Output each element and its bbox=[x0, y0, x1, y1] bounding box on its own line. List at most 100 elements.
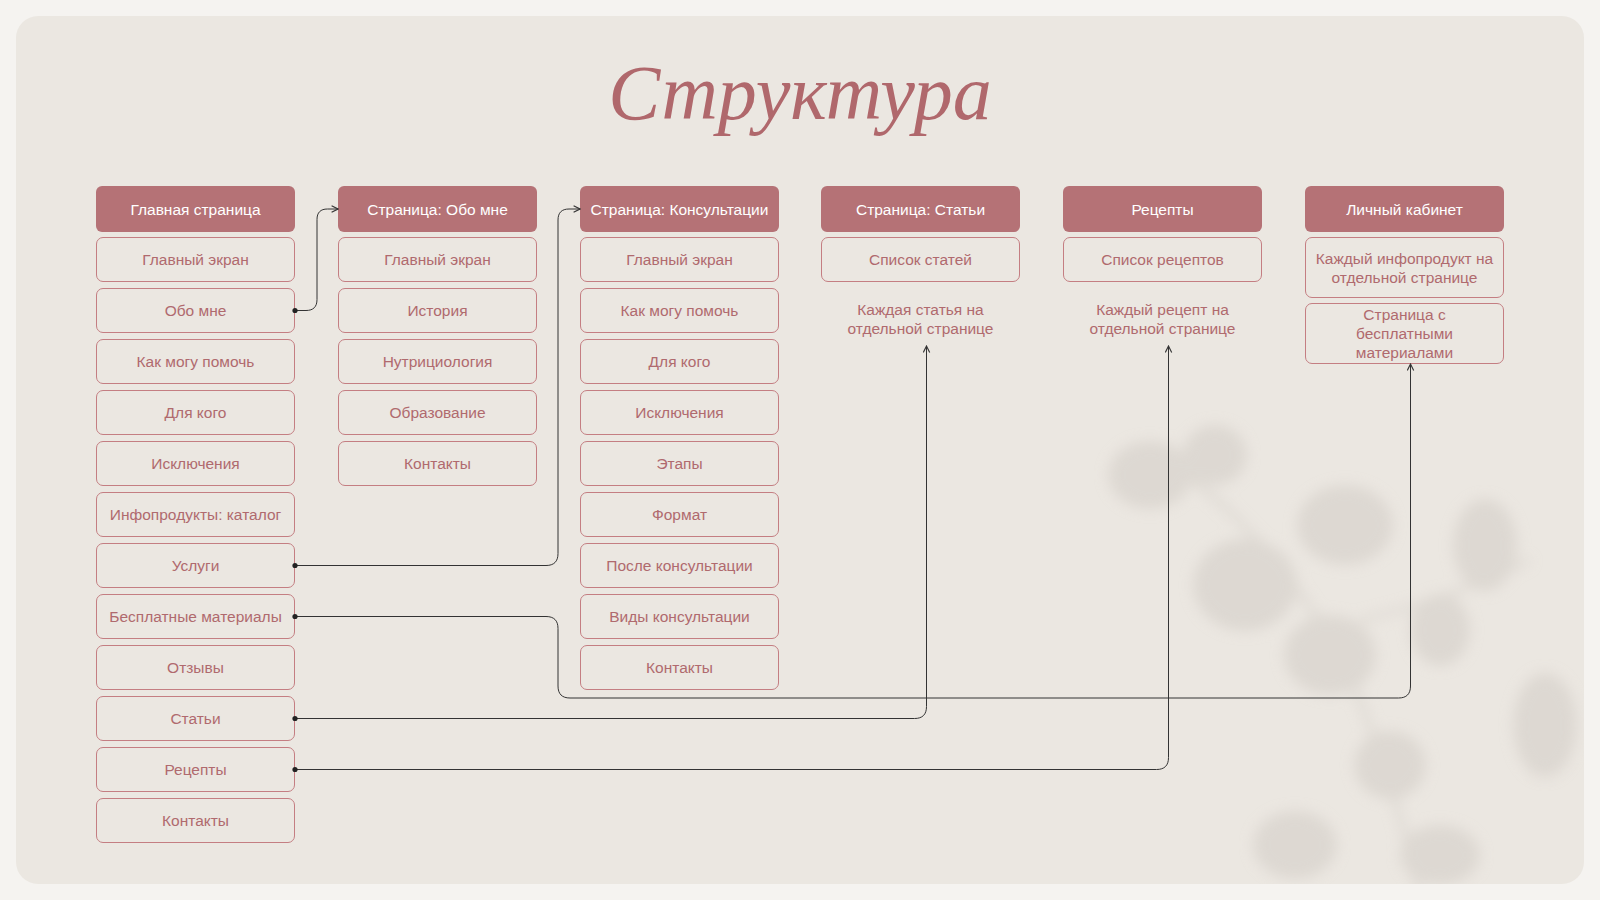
connector-dot bbox=[292, 563, 297, 568]
leaf bbox=[1284, 615, 1376, 695]
node-label: Этапы bbox=[648, 454, 710, 473]
node-label: Главный экран bbox=[618, 250, 741, 269]
node-label: Каждый рецепт на отдельной странице bbox=[1063, 300, 1262, 338]
section-box: Главный экран bbox=[96, 237, 295, 282]
node-label: Нутрициология bbox=[375, 352, 501, 371]
section-box: История bbox=[338, 288, 537, 333]
node-label: Бесплатные материалы bbox=[101, 607, 290, 626]
section-box: Исключения bbox=[580, 390, 779, 435]
node-label: Для кого bbox=[641, 352, 719, 371]
node-label: Инфопродукты: каталог bbox=[102, 505, 289, 524]
node-label: Отзывы bbox=[159, 658, 232, 677]
node-label: Главный экран bbox=[376, 250, 499, 269]
leaf bbox=[1453, 499, 1517, 591]
node-label: Контакты bbox=[638, 658, 721, 677]
node-label: Как могу помочь bbox=[129, 352, 263, 371]
node-label: Рецепты bbox=[1123, 200, 1201, 219]
section-box: Рецепты bbox=[96, 747, 295, 792]
page-header: Страница: Обо мне bbox=[338, 186, 537, 232]
page-header: Страница: Консультации bbox=[580, 186, 779, 232]
connector-arrow bbox=[295, 209, 338, 311]
node-label: Услуги bbox=[164, 556, 228, 575]
node-label: Страница: Статьи bbox=[848, 200, 993, 219]
page-header: Личный кабинет bbox=[1305, 186, 1504, 232]
section-box: Каждый инфопродукт на отдельной странице bbox=[1305, 237, 1504, 298]
leaf-stem bbox=[1180, 470, 1420, 884]
section-box: Этапы bbox=[580, 441, 779, 486]
page-note: Каждая статья на отдельной странице bbox=[821, 292, 1020, 346]
node-label: Список статей bbox=[861, 250, 980, 269]
node-label: Исключения bbox=[143, 454, 247, 473]
connector-arrow bbox=[295, 209, 580, 566]
node-label: Страница с бесплатными материалами bbox=[1306, 305, 1503, 362]
connector-dot bbox=[292, 614, 297, 619]
node-label: Каждая статья на отдельной странице bbox=[821, 300, 1020, 338]
section-box: Главный экран bbox=[338, 237, 537, 282]
page-header: Рецепты bbox=[1063, 186, 1262, 232]
node-label: Статьи bbox=[162, 709, 228, 728]
leaf bbox=[1183, 425, 1247, 485]
node-label: Рецепты bbox=[156, 760, 234, 779]
node-label: Список рецептов bbox=[1093, 250, 1232, 269]
leaf bbox=[1253, 811, 1337, 879]
node-label: Исключения bbox=[627, 403, 731, 422]
node-label: Контакты bbox=[396, 454, 479, 473]
leaf bbox=[1410, 594, 1470, 666]
connector-arrow bbox=[295, 364, 1411, 698]
node-label: Виды консультации bbox=[601, 607, 757, 626]
page-header: Главная страница bbox=[96, 186, 295, 232]
section-box: Список рецептов bbox=[1063, 237, 1262, 282]
node-label: Контакты bbox=[154, 811, 237, 830]
section-box: Для кого bbox=[96, 390, 295, 435]
connector-arrow bbox=[295, 346, 1169, 770]
node-label: После консультации bbox=[598, 556, 760, 575]
section-box: Бесплатные материалы bbox=[96, 594, 295, 639]
section-box: Обо мне bbox=[96, 288, 295, 333]
node-label: Как могу помочь bbox=[613, 301, 747, 320]
node-label: Страница: Обо мне bbox=[359, 200, 516, 219]
node-label: Обо мне bbox=[157, 301, 235, 320]
leaf bbox=[1354, 731, 1426, 799]
node-label: Образование bbox=[381, 403, 493, 422]
node-label: Страница: Консультации bbox=[583, 200, 777, 219]
leaf bbox=[1193, 539, 1297, 631]
section-box: Статьи bbox=[96, 696, 295, 741]
node-label: Главный экран bbox=[134, 250, 257, 269]
section-box: Отзывы bbox=[96, 645, 295, 690]
section-box: Виды консультации bbox=[580, 594, 779, 639]
section-box: Контакты bbox=[338, 441, 537, 486]
leaf bbox=[1513, 673, 1577, 777]
node-label: Формат bbox=[644, 505, 715, 524]
node-label: Личный кабинет bbox=[1338, 200, 1471, 219]
section-box: Как могу помочь bbox=[96, 339, 295, 384]
section-box: Инфопродукты: каталог bbox=[96, 492, 295, 537]
section-box: Формат bbox=[580, 492, 779, 537]
node-label: Для кого bbox=[157, 403, 235, 422]
section-box: Контакты bbox=[580, 645, 779, 690]
section-box: Контакты bbox=[96, 798, 295, 843]
section-box: Для кого bbox=[580, 339, 779, 384]
connector-dot bbox=[292, 767, 297, 772]
section-box: Исключения bbox=[96, 441, 295, 486]
section-box: Нутрициология bbox=[338, 339, 537, 384]
section-box: Страница с бесплатными материалами bbox=[1305, 303, 1504, 364]
section-box: Список статей bbox=[821, 237, 1020, 282]
node-label: Главная страница bbox=[122, 200, 268, 219]
connector-dot bbox=[292, 308, 297, 313]
page-note: Каждый рецепт на отдельной странице bbox=[1063, 292, 1262, 346]
connector-dot bbox=[292, 716, 297, 721]
leaf bbox=[1400, 825, 1480, 884]
background-panel bbox=[16, 16, 1584, 884]
section-box: Образование bbox=[338, 390, 537, 435]
node-label: Каждый инфопродукт на отдельной странице bbox=[1306, 249, 1503, 287]
leaf bbox=[1297, 485, 1393, 565]
page-title: Структура bbox=[0, 38, 1600, 148]
section-box: Услуги bbox=[96, 543, 295, 588]
section-box: Главный экран bbox=[580, 237, 779, 282]
leaf bbox=[1108, 441, 1192, 509]
section-box: После консультации bbox=[580, 543, 779, 588]
connector-arrow bbox=[295, 346, 927, 719]
node-label: История bbox=[399, 301, 475, 320]
page-header: Страница: Статьи bbox=[821, 186, 1020, 232]
section-box: Как могу помочь bbox=[580, 288, 779, 333]
